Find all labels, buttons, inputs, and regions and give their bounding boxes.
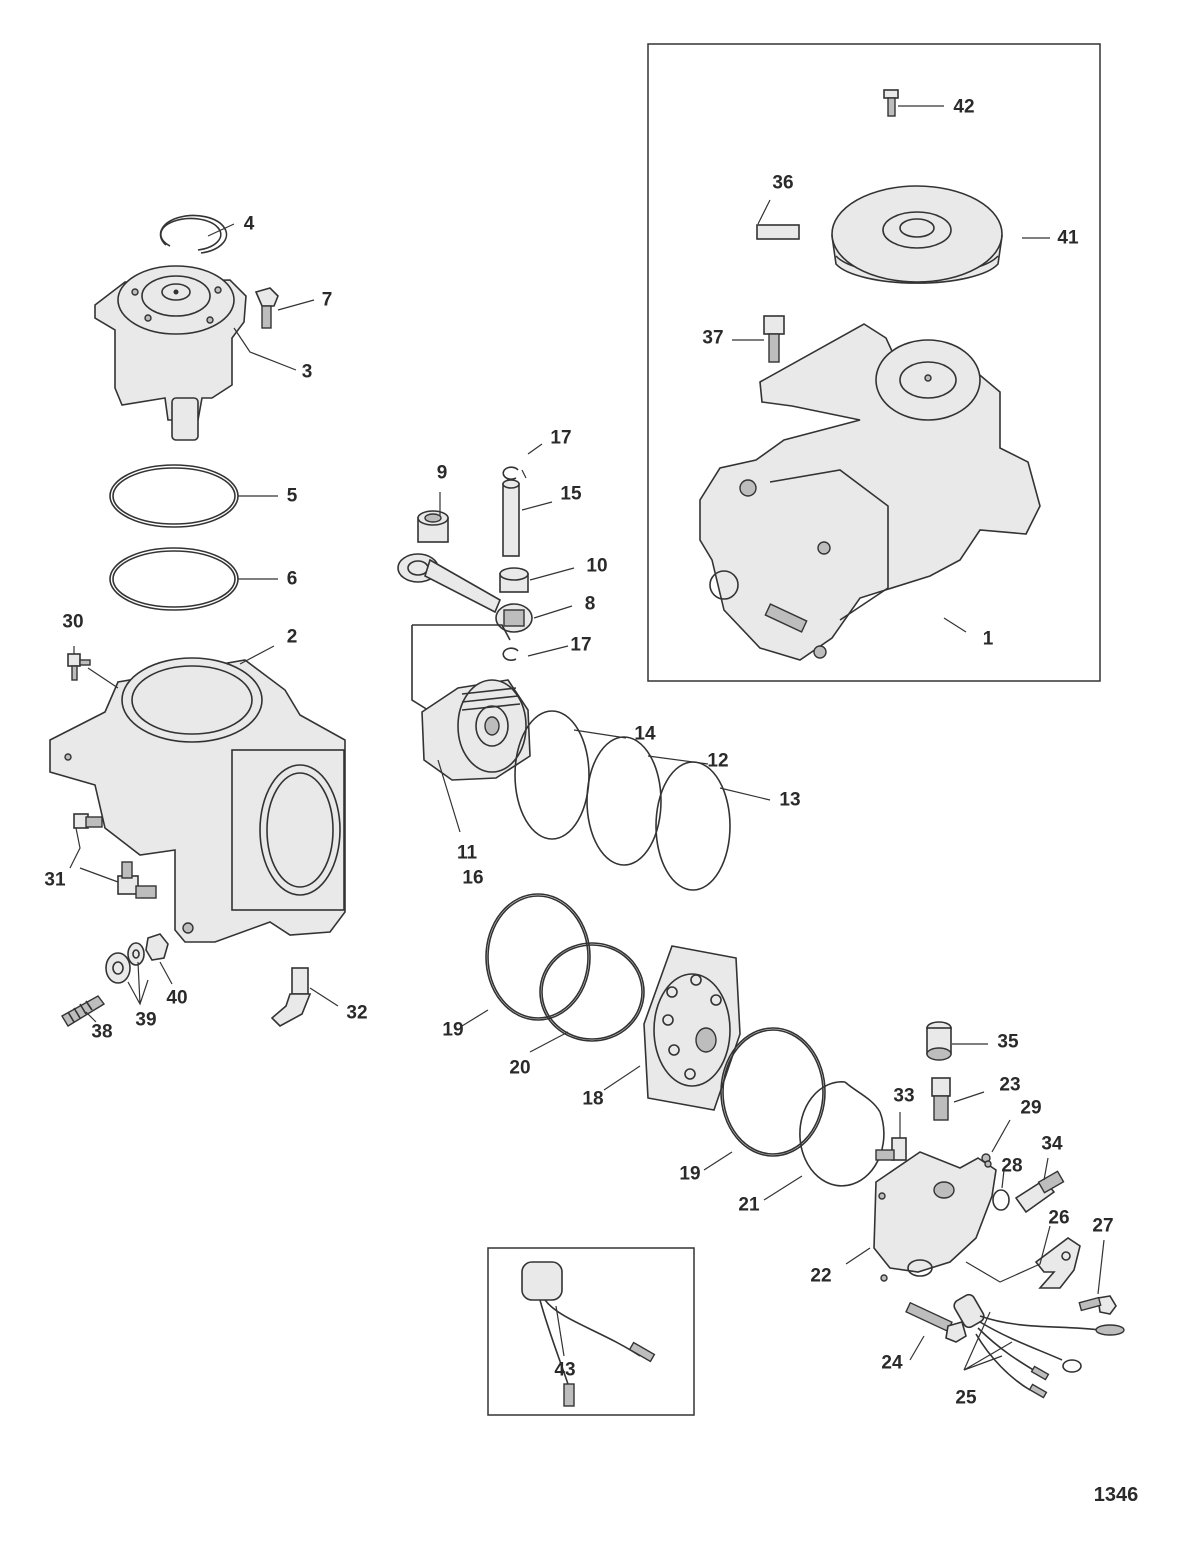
o-ring-part-28: [992, 1189, 1010, 1211]
snap-ring-part-4: [159, 214, 228, 254]
callout-19-left: 19: [442, 1019, 464, 1041]
callout-4: 4: [243, 213, 255, 235]
wiring-harness-part-43: [521, 1261, 656, 1407]
fitting-part-31: [73, 813, 157, 899]
callout-15: 15: [560, 483, 582, 505]
piston-ring-part-14: [514, 710, 590, 840]
connecting-rod-part-8: [397, 553, 533, 633]
valve-part-23: [931, 1077, 951, 1121]
bolt-part-42: [883, 89, 899, 117]
callout-10: 10: [586, 555, 608, 577]
bearing-housing-part-3: [94, 265, 247, 441]
callout-35: 35: [997, 1031, 1019, 1053]
callout-22: 22: [810, 1265, 832, 1287]
callout-23: 23: [999, 1074, 1021, 1096]
callout-11: 11: [456, 842, 478, 864]
callout-39: 39: [135, 1009, 157, 1031]
callout-41: 41: [1057, 227, 1079, 249]
callout-17-upper: 17: [550, 427, 572, 449]
callout-34: 34: [1041, 1133, 1063, 1155]
o-ring-part-5: [109, 464, 239, 528]
callout-26: 26: [1048, 1207, 1070, 1229]
callout-20: 20: [509, 1057, 531, 1079]
label-part-36: [756, 224, 800, 240]
bolt-part-7: [254, 287, 279, 329]
retaining-clip-part-17-lower: [502, 647, 519, 661]
piston-ring-part-13: [655, 761, 731, 891]
callout-9: 9: [436, 462, 448, 484]
callout-14: 14: [634, 723, 656, 745]
needle-bearing-part-10: [499, 567, 529, 593]
callout-29: 29: [1020, 1097, 1042, 1119]
o-ring-part-6: [109, 547, 239, 611]
retaining-clip-part-17-upper: [502, 466, 519, 480]
elbow-fitting-part-32: [270, 967, 312, 1027]
harness-inset-frame: [487, 1247, 695, 1416]
piston-part-11: [411, 624, 531, 781]
valve-plate-part-18: [643, 945, 741, 1111]
bolt-part-24: [905, 1301, 967, 1343]
wrist-pin-part-15: [502, 479, 520, 557]
o-ring-part-19-right: [720, 1027, 826, 1157]
callout-36: 36: [772, 172, 794, 194]
callout-43: 43: [554, 1359, 576, 1381]
needle-bearing-part-9: [417, 510, 449, 543]
leader-lines: [69, 105, 1105, 1371]
plug-part-35: [926, 1021, 952, 1061]
callout-32: 32: [346, 1002, 368, 1024]
callout-25: 25: [955, 1387, 977, 1409]
callout-40: 40: [166, 987, 188, 1009]
callout-33: 33: [893, 1085, 915, 1107]
washer-part-39: [105, 942, 145, 984]
callout-21: 21: [738, 1194, 760, 1216]
callout-27: 27: [1092, 1215, 1114, 1237]
callout-13: 13: [779, 789, 801, 811]
crankcase-part-2: [49, 657, 346, 943]
callout-12: 12: [707, 750, 729, 772]
callout-7: 7: [321, 289, 333, 311]
compressor-assembly-part-1: [699, 323, 1041, 661]
bolt-part-37: [763, 315, 785, 363]
nut-part-40: [145, 933, 169, 961]
sensor-harness-part-25: [953, 1293, 1125, 1399]
callout-1: 1: [982, 628, 994, 650]
callout-3: 3: [301, 361, 313, 383]
callout-8: 8: [584, 593, 596, 615]
callout-5: 5: [286, 485, 298, 507]
bracket-part-26: [1034, 1237, 1081, 1289]
callout-18: 18: [582, 1088, 604, 1110]
pulley-part-41: [831, 185, 1003, 284]
callout-24: 24: [881, 1352, 903, 1374]
piston-ring-part-12: [586, 736, 662, 866]
assembled-compressor-inset-frame: [647, 43, 1101, 682]
o-ring-part-19-left: [485, 893, 591, 1021]
figure-number: 1346: [1093, 1484, 1139, 1506]
o-ring-part-20: [539, 942, 645, 1042]
callout-38: 38: [91, 1021, 113, 1043]
fitting-part-34: [1014, 1170, 1065, 1214]
callout-37: 37: [702, 327, 724, 349]
callout-2: 2: [286, 626, 298, 648]
callout-17-lower: 17: [570, 634, 592, 656]
bolt-part-27: [1078, 1295, 1117, 1315]
callout-6: 6: [286, 568, 298, 590]
callout-42: 42: [953, 96, 975, 118]
callout-31: 31: [44, 869, 66, 891]
cylinder-head-part-22: [873, 1151, 997, 1282]
stud-part-38: [61, 995, 106, 1027]
callout-16: 16: [462, 867, 484, 889]
callout-19-right: 19: [679, 1163, 701, 1185]
callout-30: 30: [62, 611, 84, 633]
callout-28: 28: [1001, 1155, 1023, 1177]
elbow-fitting-part-33: [875, 1137, 907, 1161]
fitting-part-30: [67, 653, 91, 681]
